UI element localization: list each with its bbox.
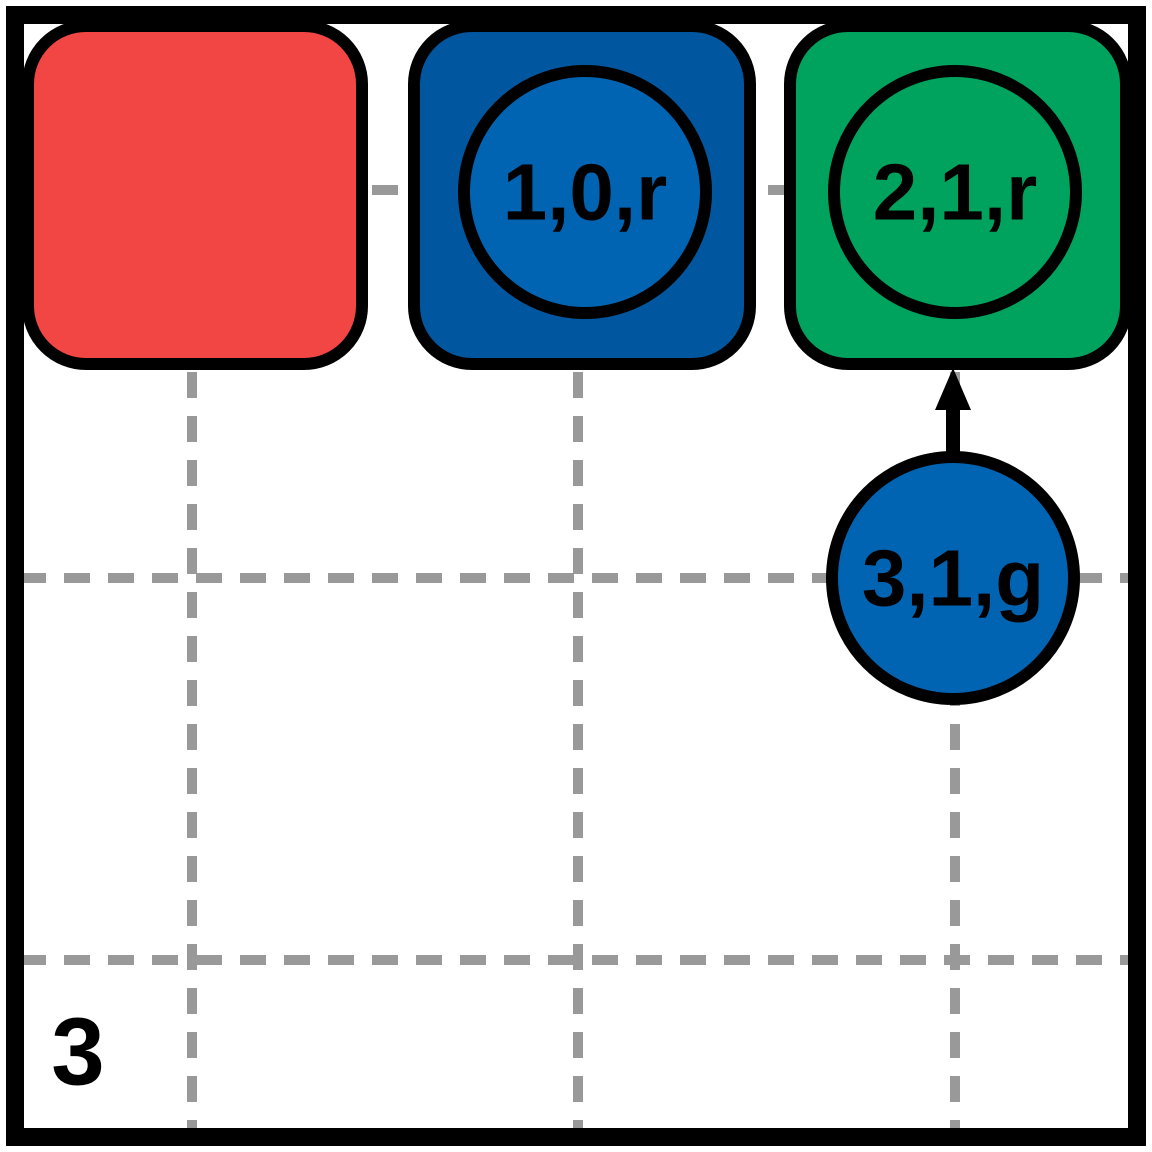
token-3-1-g: 3,1,g (826, 451, 1080, 705)
arrow-head (935, 368, 971, 410)
step-number-label: 3 (51, 999, 104, 1106)
token-2-1-r-circle (828, 65, 1082, 319)
tokens: 1,0,r 2,1,r 3,1,g (458, 65, 1082, 705)
token-1-0-r: 1,0,r (458, 65, 712, 319)
board-frame (6, 6, 1146, 1146)
token-1-0-r-circle (458, 65, 712, 319)
token-2-1-r: 2,1,r (828, 65, 1082, 319)
red-tile (22, 20, 368, 370)
token-1-0-r-label: 1,0,r (503, 148, 668, 237)
up-arrow-icon (935, 368, 971, 452)
token-2-1-r-label: 2,1,r (873, 148, 1038, 237)
token-3-1-g-circle (826, 451, 1080, 705)
token-3-1-g-label: 3,1,g (862, 534, 1044, 623)
